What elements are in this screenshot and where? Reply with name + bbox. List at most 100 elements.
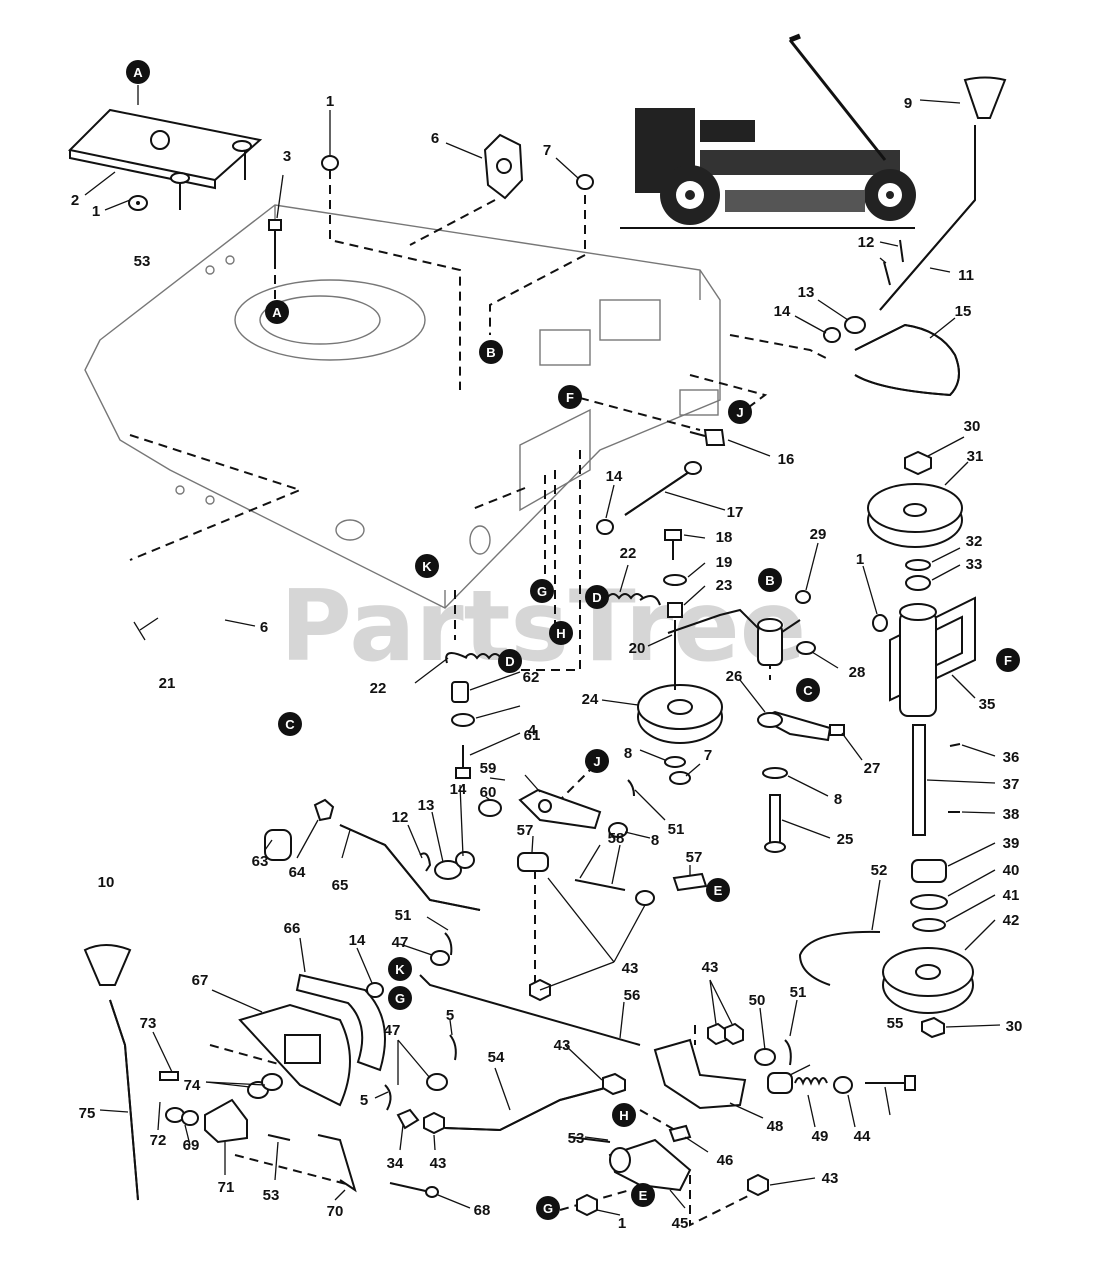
part-label: 59: [480, 760, 497, 777]
part-29-28-nut-washer: [795, 590, 816, 655]
part-62-61-4-bushing-washer-bolt: [451, 681, 475, 779]
part-label: 40: [1003, 862, 1020, 879]
svg-text:G: G: [537, 584, 547, 599]
part-1-nut-top-left: [128, 195, 148, 211]
part-label: 39: [1003, 835, 1020, 852]
part-26-arm: [757, 710, 832, 742]
part-label: 44: [854, 1128, 871, 1145]
part-label: 37: [1003, 776, 1020, 793]
part-label: 2: [71, 192, 79, 209]
svg-text:H: H: [619, 1108, 628, 1123]
callout-a-top: A: [126, 60, 150, 84]
part-label: 47: [392, 934, 409, 951]
svg-text:B: B: [765, 573, 774, 588]
part-16-bolt: [689, 429, 726, 446]
part-label: 31: [967, 448, 984, 465]
part-label: 5: [360, 1092, 368, 1109]
callout-k-quadrant: K: [388, 957, 412, 981]
part-label: 71: [218, 1179, 235, 1196]
part-label: 12: [858, 234, 875, 251]
part-label: 11: [958, 267, 974, 284]
part-label: 72: [150, 1132, 167, 1149]
part-label: 41: [1003, 887, 1020, 904]
part-label: 18: [716, 529, 733, 546]
part-12-13-14-60-fasteners: [419, 799, 502, 880]
part-label: 57: [686, 849, 703, 866]
part-label: 30: [1006, 1018, 1023, 1035]
part-label: 30: [964, 418, 981, 435]
part-2-plate: [67, 108, 263, 210]
part-label: 14: [606, 468, 623, 485]
callout-e-right: E: [706, 878, 730, 902]
callout-b-bracket: B: [758, 568, 782, 592]
callout-j-bracket: J: [585, 749, 609, 773]
svg-text:F: F: [566, 390, 574, 405]
part-13-14-washers: [823, 316, 866, 343]
part-52-belt-guide: [798, 930, 881, 986]
part-label: 60: [480, 784, 497, 801]
part-label: 32: [966, 533, 983, 550]
part-17-pin: [624, 461, 702, 516]
part-label: 33: [966, 556, 983, 573]
mower-deck-housing: [84, 204, 721, 609]
part-56-rod: [419, 974, 641, 1046]
part-8-7-washers: [664, 756, 788, 785]
svg-text:D: D: [505, 654, 514, 669]
part-54-rod: [444, 1072, 626, 1132]
part-label: 68: [474, 1202, 491, 1219]
part-label: 5: [446, 1007, 454, 1024]
part-label: 43: [702, 959, 719, 976]
part-label: 63: [252, 853, 269, 870]
part-32-33-washers: [905, 559, 931, 591]
part-label: 58: [608, 830, 625, 847]
part-label: 56: [624, 987, 641, 1004]
part-label: 43: [622, 960, 639, 977]
part-7-nut-top: [576, 174, 594, 190]
part-label: 34: [387, 1155, 404, 1172]
part-label: 26: [726, 668, 743, 685]
part-label: 54: [488, 1049, 505, 1066]
part-bushing-b: [757, 618, 783, 666]
svg-text:H: H: [556, 626, 565, 641]
part-42-pulley-lower: [882, 947, 974, 1039]
part-label: 1: [326, 93, 334, 110]
part-label: 69: [183, 1137, 200, 1154]
part-34-43-fasteners: [396, 978, 551, 1135]
part-label: 51: [790, 984, 807, 1001]
part-label: 46: [717, 1152, 734, 1169]
part-label: 20: [629, 640, 646, 657]
part-label: 75: [79, 1105, 96, 1122]
part-label: 64: [289, 864, 306, 881]
svg-text:C: C: [285, 717, 295, 732]
svg-text:A: A: [133, 65, 143, 80]
tractor-illustration: [620, 33, 916, 229]
part-label: 28: [849, 664, 866, 681]
part-1-nut-right: [872, 614, 888, 632]
part-label: 52: [871, 862, 888, 879]
part-47-51-5-clips-left: [384, 932, 457, 1111]
part-label: 50: [749, 992, 766, 1009]
part-label: 43: [554, 1037, 571, 1054]
part-label: 49: [812, 1128, 829, 1145]
svg-text:G: G: [543, 1201, 553, 1216]
part-label: 8: [651, 832, 659, 849]
part-label: 38: [1003, 806, 1020, 823]
svg-text:E: E: [639, 1188, 648, 1203]
svg-text:C: C: [803, 683, 813, 698]
part-label: 22: [370, 680, 387, 697]
part-68-bolt: [389, 1182, 439, 1198]
part-label: 3: [283, 148, 291, 165]
callout-f-housing: F: [996, 648, 1020, 672]
part-53-70-pins: [267, 1134, 357, 1193]
part-66-67-quadrant: [238, 973, 386, 1107]
part-label: 73: [140, 1015, 157, 1032]
leader-lines: [84, 85, 1001, 1216]
part-label: 65: [332, 877, 349, 894]
part-label: 43: [430, 1155, 447, 1172]
svg-text:F: F: [1004, 653, 1012, 668]
part-48-bracket: [653, 1038, 747, 1110]
part-37-spindle: [912, 724, 961, 836]
part-label: 53: [134, 253, 151, 270]
part-39-40-41-spacers: [910, 859, 948, 932]
